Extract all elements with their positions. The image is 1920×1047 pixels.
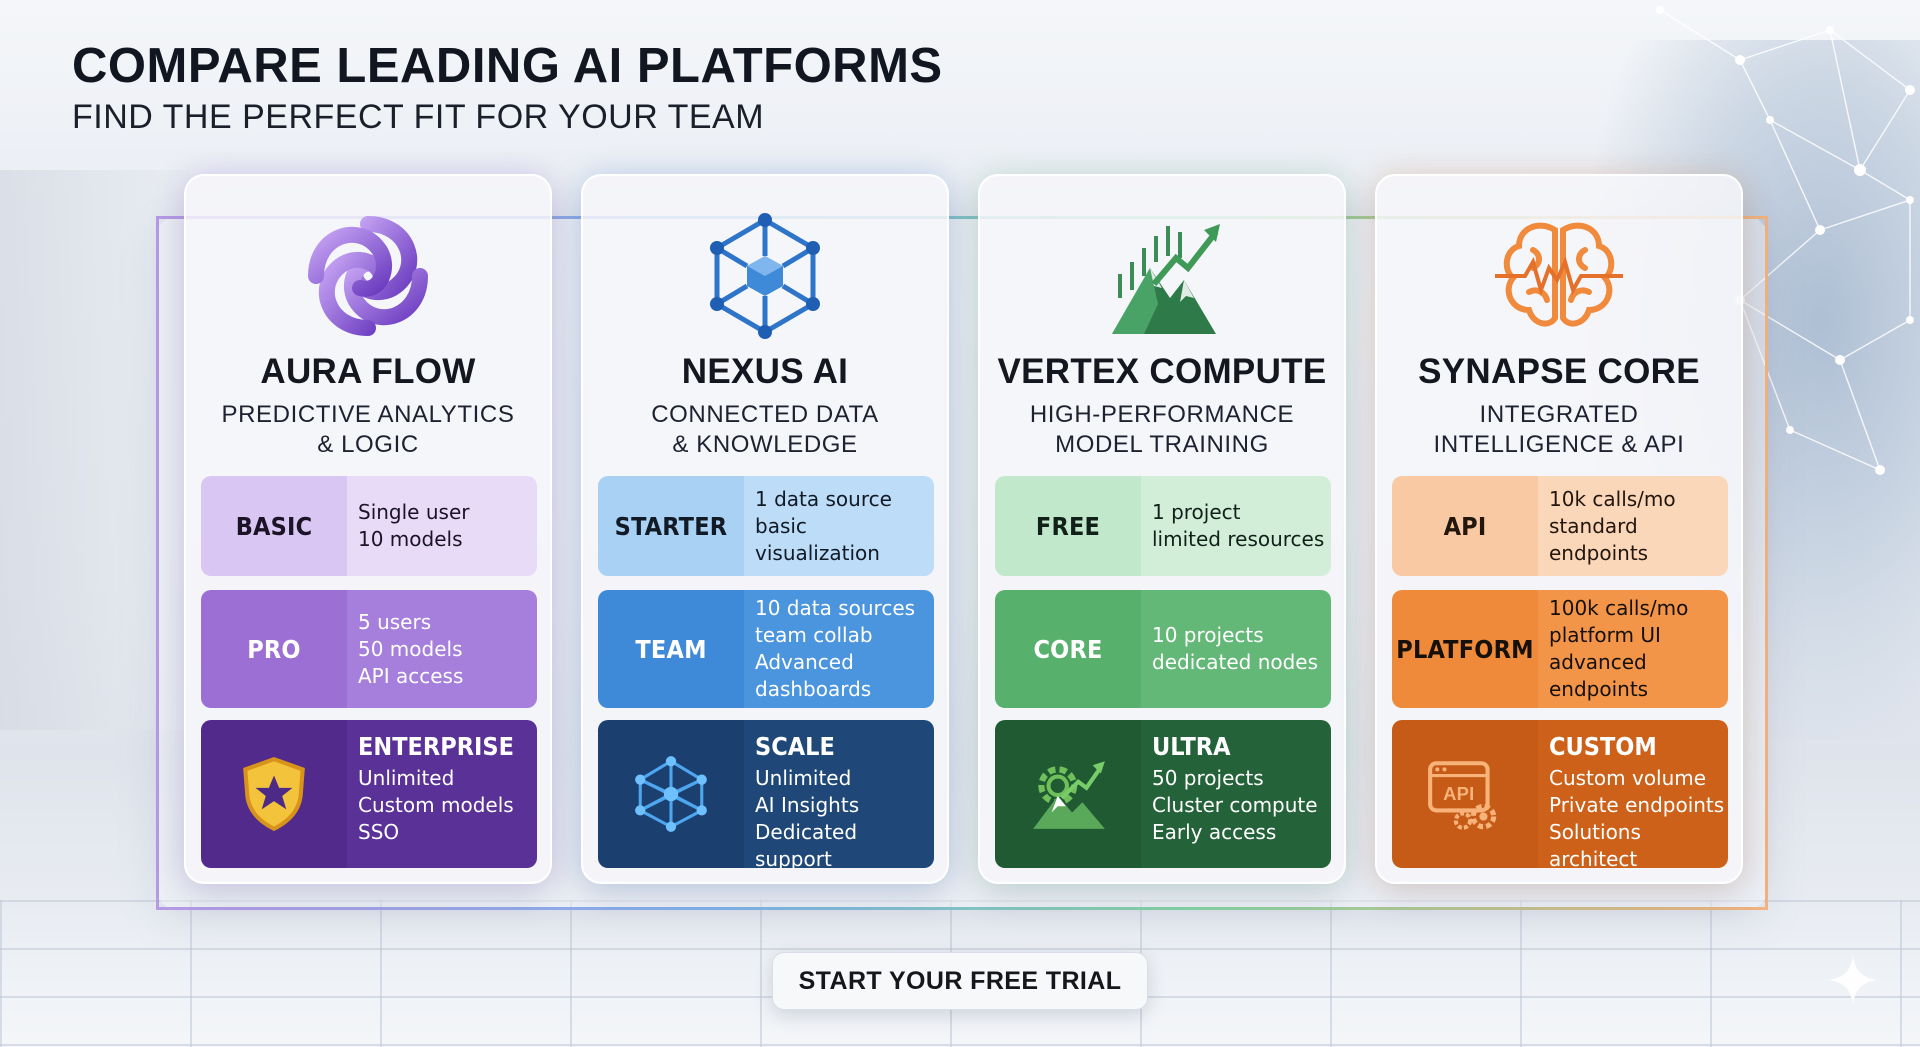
platform-name: VERTEX COMPUTE: [997, 352, 1327, 391]
tier-api[interactable]: API 10k calls/mo standard endpoints: [1392, 476, 1728, 576]
cube-network-icon: [583, 206, 947, 346]
tier-features: CUSTOM Custom volume Private endpoints S…: [1538, 720, 1728, 868]
platform-card-synapse-core[interactable]: SYNAPSE CORE INTEGRATED INTELLIGENCE & A…: [1375, 174, 1743, 884]
tier-features: ENTERPRISE Unlimited Custom models SSO: [347, 720, 537, 868]
tier-features: 100k calls/mo platform UI advanced endpo…: [1538, 590, 1728, 708]
platform-tagline: INTEGRATED INTELLIGENCE & API: [1433, 401, 1685, 458]
platform-card-vertex-compute[interactable]: VERTEX COMPUTE HIGH-PERFORMANCE MODEL TR…: [978, 174, 1346, 884]
tier-basic[interactable]: BASIC Single user 10 models: [201, 476, 537, 576]
svg-text:API: API: [1443, 783, 1474, 804]
shield-star-icon: [201, 720, 347, 868]
brain-pulse-icon: [1377, 206, 1741, 346]
platform-card-aura-flow[interactable]: AURA FLOW PREDICTIVE ANALYTICS & LOGIC B…: [184, 174, 552, 884]
tier-features: ULTRA 50 projects Cluster compute Early …: [1141, 720, 1331, 868]
platform-tagline: CONNECTED DATA & KNOWLEDGE: [651, 401, 879, 458]
tier-features: 10k calls/mo standard endpoints: [1538, 476, 1728, 576]
tier-label: PRO: [201, 590, 347, 708]
platform-name: SYNAPSE CORE: [1418, 352, 1700, 391]
tier-ultra[interactable]: ULTRA 50 projects Cluster compute Early …: [995, 720, 1331, 868]
platform-name: AURA FLOW: [260, 352, 476, 391]
api-gear-icon: API: [1392, 720, 1538, 868]
page-title: COMPARE LEADING AI PLATFORMS: [72, 39, 943, 93]
tier-label: PLATFORM: [1392, 590, 1538, 708]
sparkle-icon: [1828, 955, 1878, 1005]
tier-label: API: [1392, 476, 1538, 576]
tier-free[interactable]: FREE 1 project limited resources: [995, 476, 1331, 576]
tier-custom[interactable]: API CUSTOM Custom volume Private endpoin…: [1392, 720, 1728, 868]
tier-features: SCALE Unlimited AI Insights Dedicated su…: [744, 720, 934, 868]
tier-core[interactable]: CORE 10 projects dedicated nodes: [995, 590, 1331, 708]
page-subtitle: FIND THE PERFECT FIT FOR YOUR TEAM: [72, 98, 765, 136]
network-graph-icon: [598, 720, 744, 868]
tier-starter[interactable]: STARTER 1 data source basic visualizatio…: [598, 476, 934, 576]
tier-features: Single user 10 models: [347, 476, 537, 576]
tier-label: TEAM: [598, 590, 744, 708]
tier-scale[interactable]: SCALE Unlimited AI Insights Dedicated su…: [598, 720, 934, 868]
tier-features: 10 data sources team collab Advanced das…: [744, 590, 934, 708]
tier-label: CORE: [995, 590, 1141, 708]
start-free-trial-button[interactable]: START YOUR FREE TRIAL: [772, 952, 1148, 1010]
mountain-growth-icon: [980, 206, 1344, 346]
tier-platform[interactable]: PLATFORM 100k calls/mo platform UI advan…: [1392, 590, 1728, 708]
tier-features: 5 users 50 models API access: [347, 590, 537, 708]
tier-features: 10 projects dedicated nodes: [1141, 590, 1331, 708]
platform-tagline: PREDICTIVE ANALYTICS & LOGIC: [221, 401, 515, 458]
tier-features: 1 project limited resources: [1141, 476, 1331, 576]
platform-card-nexus-ai[interactable]: NEXUS AI CONNECTED DATA & KNOWLEDGE STAR…: [581, 174, 949, 884]
swirl-knot-icon: [186, 206, 550, 346]
gear-mountain-icon: [995, 720, 1141, 868]
platform-name: NEXUS AI: [681, 352, 849, 391]
tier-label: FREE: [995, 476, 1141, 576]
platform-tagline: HIGH-PERFORMANCE MODEL TRAINING: [1029, 401, 1295, 458]
tier-team[interactable]: TEAM 10 data sources team collab Advance…: [598, 590, 934, 708]
tier-pro[interactable]: PRO 5 users 50 models API access: [201, 590, 537, 708]
tier-features: 1 data source basic visualization: [744, 476, 934, 576]
tier-enterprise[interactable]: ENTERPRISE Unlimited Custom models SSO: [201, 720, 537, 868]
tier-label: BASIC: [201, 476, 347, 576]
tier-label: STARTER: [598, 476, 744, 576]
